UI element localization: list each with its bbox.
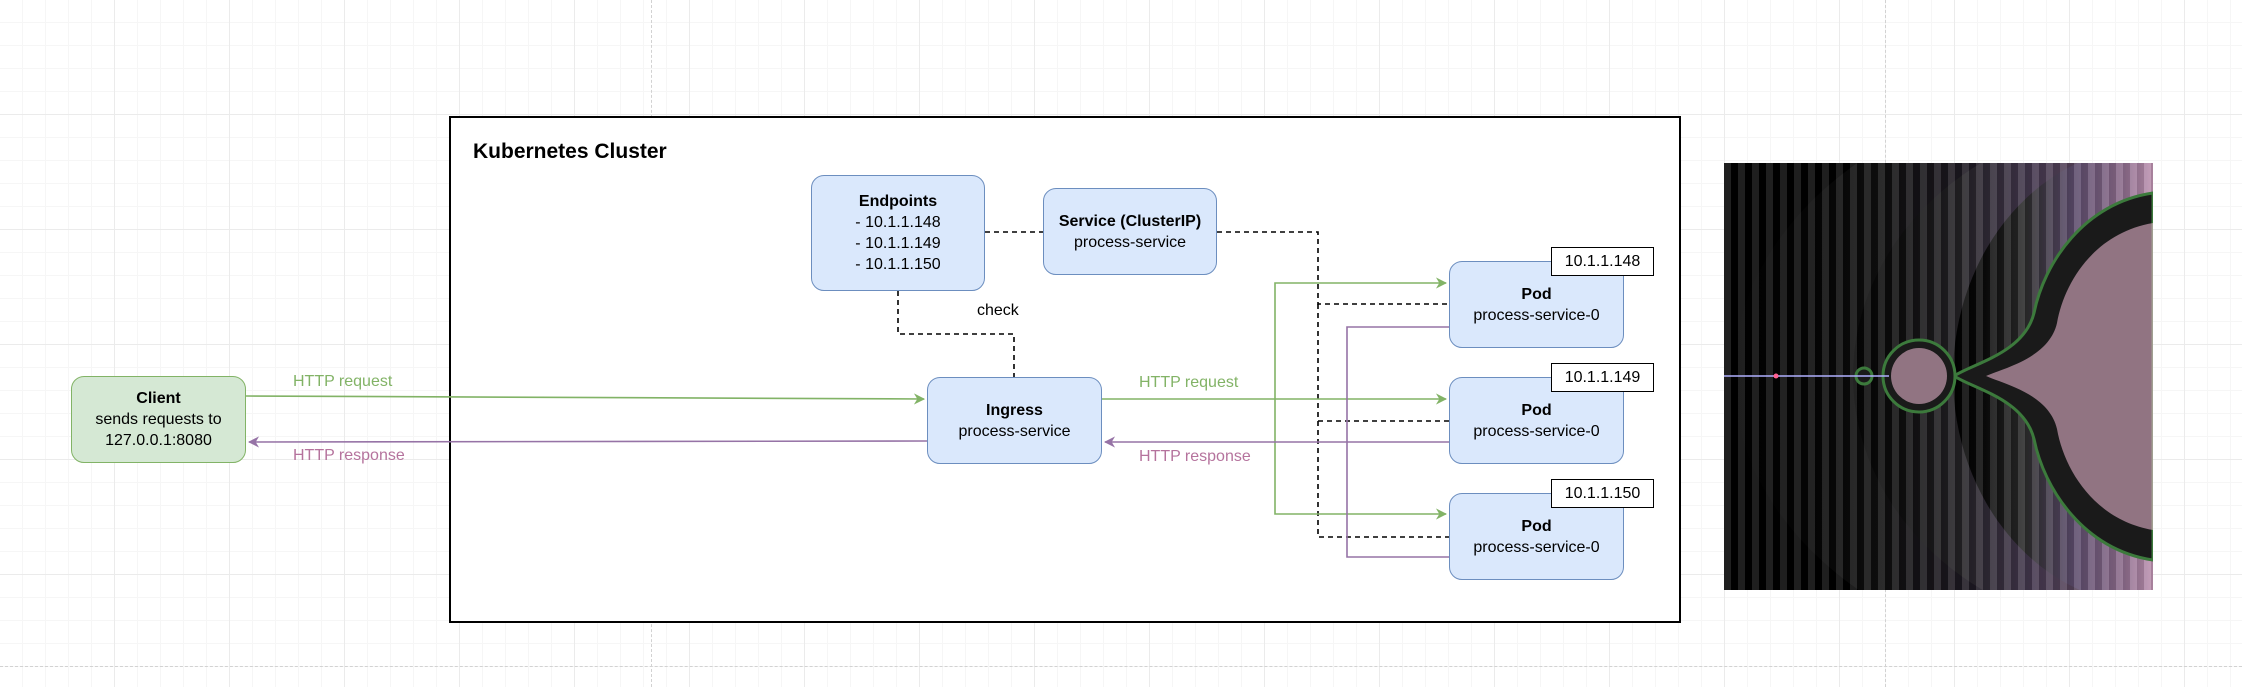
client-ingress-request-edge	[245, 393, 926, 405]
pod-ip-tag: 10.1.1.148	[1551, 247, 1654, 276]
pod-node[interactable]: Pod process-service-0	[1449, 493, 1624, 580]
client-node[interactable]: Client sends requests to 127.0.0.1:8080	[71, 376, 246, 463]
page-boundary-horizontal	[0, 666, 2242, 667]
service-title: Service (ClusterIP)	[1058, 212, 1202, 230]
ingress-response-label: HTTP response	[1139, 448, 1251, 465]
endpoint-item: - 10.1.1.149	[855, 235, 941, 252]
endpoint-item: - 10.1.1.150	[855, 256, 941, 273]
pod-name: process-service-0	[1473, 306, 1600, 324]
ingress-title: Ingress	[986, 401, 1043, 419]
client-request-label: HTTP request	[293, 373, 393, 390]
ingress-request-label: HTTP request	[1139, 374, 1239, 391]
service-pod3-link	[1317, 421, 1449, 538]
pod-ip-tag: 10.1.1.150	[1551, 479, 1654, 508]
pod1-response-edge	[1346, 326, 1449, 442]
endpoint-item: - 10.1.1.148	[855, 214, 941, 231]
service-name: process-service	[1073, 233, 1187, 251]
service-pod2-link	[1317, 304, 1449, 422]
pod-ip-tag: 10.1.1.149	[1551, 363, 1654, 392]
client-address: 127.0.0.1:8080	[105, 432, 212, 449]
service-pods-link	[1217, 231, 1449, 305]
ingress-client-response-edge	[247, 436, 928, 448]
pod3-response-edge	[1346, 442, 1449, 558]
pod-title: Pod	[1521, 401, 1552, 419]
pod-name: process-service-0	[1473, 538, 1600, 556]
ingress-pod1-request-edge	[1274, 277, 1448, 399]
cluster-title: Kubernetes Cluster	[473, 140, 667, 163]
pod-title: Pod	[1521, 285, 1552, 303]
fractal-graphic	[1724, 163, 2153, 590]
pod-title: Pod	[1521, 517, 1552, 535]
endpoints-node[interactable]: Endpoints - 10.1.1.148 - 10.1.1.149 - 10…	[811, 175, 985, 291]
endpoints-title: Endpoints	[858, 193, 938, 210]
pod-name: process-service-0	[1473, 422, 1600, 440]
client-description: sends requests to	[95, 411, 222, 428]
ingress-pod3-request-edge	[1274, 399, 1448, 520]
ingress-node[interactable]: Ingress process-service	[927, 377, 1102, 464]
mandelbrot-fractal-image[interactable]	[1724, 163, 2153, 590]
service-node[interactable]: Service (ClusterIP) process-service	[1043, 188, 1217, 275]
check-label: check	[977, 302, 1019, 319]
endpoints-ingress-check-link	[897, 291, 1015, 377]
client-response-label: HTTP response	[293, 447, 405, 464]
client-title: Client	[136, 390, 181, 407]
pod-node[interactable]: Pod process-service-0	[1449, 261, 1624, 348]
ingress-name: process-service	[958, 422, 1071, 440]
